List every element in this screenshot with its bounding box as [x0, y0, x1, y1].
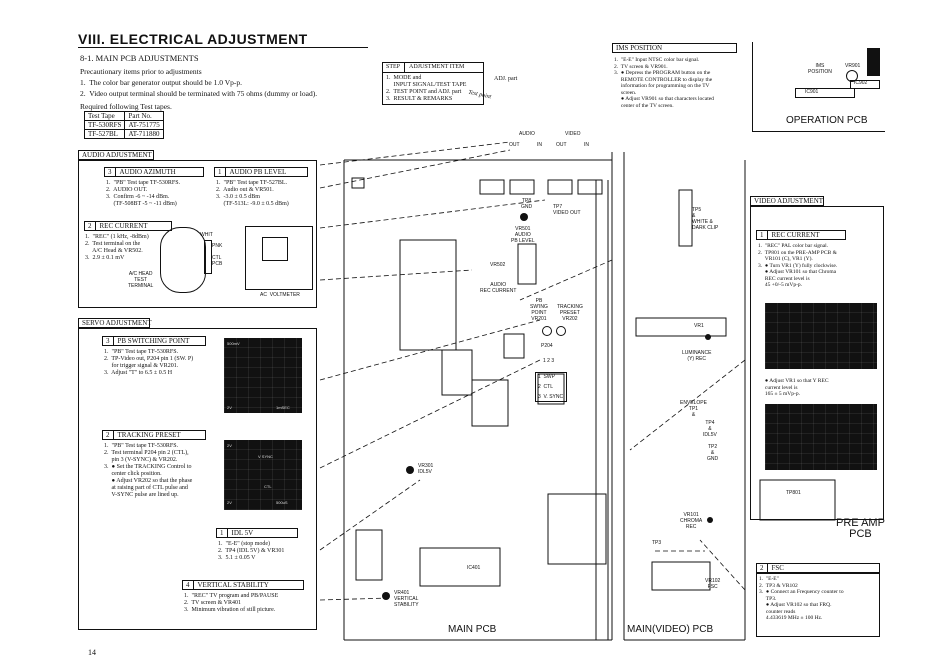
scope-photo-pb-switching: 500mV 2V 1mSEC: [224, 338, 302, 413]
ac-voltmeter: [245, 226, 313, 290]
fsc-frame: [756, 573, 880, 637]
servo-adjustment-header: SERVO ADJUSTMENT: [78, 318, 152, 328]
voltmeter-screen: [262, 237, 288, 261]
page-number: 14: [88, 648, 96, 657]
envelope-label: ENVELOPE TP1 &: [680, 400, 707, 418]
p204-label: P204: [541, 343, 553, 349]
audio-azimuth-steps: 1. "PB" Test tape TF-530RFS.2. AUDIO OUT…: [106, 180, 181, 207]
pin-legend-2: 2 CTL: [538, 384, 554, 390]
out-label-2: OUT: [556, 142, 567, 148]
tracking-preset-steps: 1. "PB" Test tape TF-530RFS.2. Test term…: [104, 443, 193, 498]
ic902-chip: [850, 80, 880, 89]
ic401-label: IC401: [467, 565, 481, 571]
video-rec-current-steps-b: ● Adjust VR1 so that Y REC current level…: [758, 378, 829, 397]
video-label: VIDEO: [565, 131, 581, 137]
ctl-pcb-board: [204, 240, 212, 274]
pre-amp-pcb-label: PRE AMP PCB: [836, 517, 885, 540]
vr502-desc: AUDIO REC CURRENT: [480, 282, 517, 294]
in-label-2: IN: [584, 142, 589, 148]
legend-adj-part: ADJ. part: [494, 76, 518, 82]
main-video-pcb-title: MAIN(VIDEO) PCB: [627, 624, 714, 635]
ims-position-label: IMS POSITION: [808, 63, 832, 75]
tracking-label: TRACKING PRESET VR202: [557, 304, 583, 322]
tp3-label: TP3: [652, 540, 662, 546]
vr1-label: VR1: [694, 323, 704, 329]
section-title: 8-1. MAIN PCB ADJUSTMENTS: [80, 53, 199, 63]
ac-head-label: A/C HEAD TEST TERMINAL: [128, 271, 154, 289]
legend-adj-item: ADJUSTMENT ITEM: [409, 64, 465, 70]
vr901-icon: [846, 70, 858, 82]
pb-swing-label: PB SW'ING POINT VR201: [530, 298, 548, 322]
vr901-label: VR901: [845, 63, 861, 69]
pnk-label: PNK: [212, 243, 223, 249]
pb-switching-steps: 1. "PB" Test tape TF-530RFS.2. TP-Video …: [104, 349, 194, 376]
pin-legend-3: 3 V. SYNC: [538, 394, 564, 400]
legend-step: STEP: [386, 64, 401, 70]
audio-adjustment-header: AUDIO ADJUSTMENT: [78, 150, 154, 160]
servo-adjustment-frame: [78, 328, 317, 630]
vr202-icon: [556, 326, 566, 336]
ims-steps: 1. "E-E" Input NTSC color bar signal.2. …: [614, 57, 714, 109]
tp4-label: TP4 & IDL5V: [703, 420, 717, 438]
ac-head-drum: [160, 227, 206, 293]
p204-pins: 1 2 3: [543, 358, 555, 364]
rec-current-steps: 1. "REC" (1 kHz, -8dBm)2. Test terminal …: [85, 234, 149, 261]
vr501-label: VR501 AUDIO PB LEVEL: [511, 226, 535, 244]
whit-label: WHIT: [200, 232, 213, 238]
ims-header: IMS POSITION: [612, 43, 737, 53]
vr102-label: VR102 FSC: [705, 578, 721, 590]
operation-pcb-title: OPERATION PCB: [786, 115, 868, 126]
tp801-label: TP801: [786, 490, 801, 496]
idl-5v-steps: 1. "E-E" (stop mode)2. TP4 (IDL 5V) & VR…: [218, 541, 285, 561]
operation-pcb: [752, 42, 885, 132]
audio-pb-level-steps: 1. "PB" Test tape TF-527BL.2. Audio out …: [216, 180, 289, 207]
out-label-1: OUT: [509, 142, 520, 148]
tp7-label: TP7 VIDEO OUT: [553, 204, 581, 216]
in-label-1: IN: [537, 142, 542, 148]
page-title: VIII. ELECTRICAL ADJUSTMENT: [78, 31, 308, 47]
title-underline: [78, 47, 368, 48]
scope-photo-luminance: [765, 404, 877, 470]
fsc-steps: 1. "E-E"2. TP3 & VR102 3. ● Connect an F…: [759, 576, 844, 621]
vr502-label: VR502: [490, 262, 506, 268]
video-adjustment-frame: [750, 206, 884, 520]
ic901-chip: [795, 88, 855, 98]
main-pcb-title: MAIN PCB: [448, 624, 497, 635]
ic901-label: IC901: [805, 89, 819, 95]
vr201-icon: [542, 326, 552, 336]
ac-voltmeter-label: AC VOLTMETER: [260, 292, 300, 298]
precautions: Precautionary items prior to adjustments…: [80, 67, 318, 111]
ic902-label: IC902: [854, 80, 868, 86]
vr401-label: VR401 VERTICAL STABILITY: [394, 590, 419, 608]
audio-label: AUDIO: [519, 131, 535, 137]
luminance-label: LUMINANCE (Y) REC: [682, 350, 712, 362]
vr301-label: VR301 IDL5V: [418, 463, 434, 475]
vr101-label: VR101 CHROMA REC: [680, 512, 703, 530]
video-rec-current-steps-a: 1. "REC" PAL color bar signal.2. TP801 o…: [758, 243, 838, 288]
ctl-pcb-label: CTL PCB: [212, 255, 223, 267]
tp5-label: TP5 & WHITE & DARK CLIP: [692, 207, 719, 231]
pin-legend: [535, 372, 567, 402]
tp2-label: TP2 & GND: [707, 444, 719, 462]
tp8-label: TP8 GND: [521, 198, 533, 210]
operation-black-block: [867, 48, 880, 76]
scope-photo-tracking: 2V V SYNC CTL 2V 500uS: [224, 440, 302, 510]
legend-box: STEP ADJUSTMENT ITEM 1. MODE and INPUT S…: [382, 62, 484, 105]
scope-photo-chroma: [765, 303, 877, 369]
video-adjustment-header: VIDEO ADJUSTMENT: [750, 196, 824, 206]
pin-legend-1: 1 SWP: [538, 374, 555, 380]
audio-adjustment-frame: [78, 160, 317, 308]
